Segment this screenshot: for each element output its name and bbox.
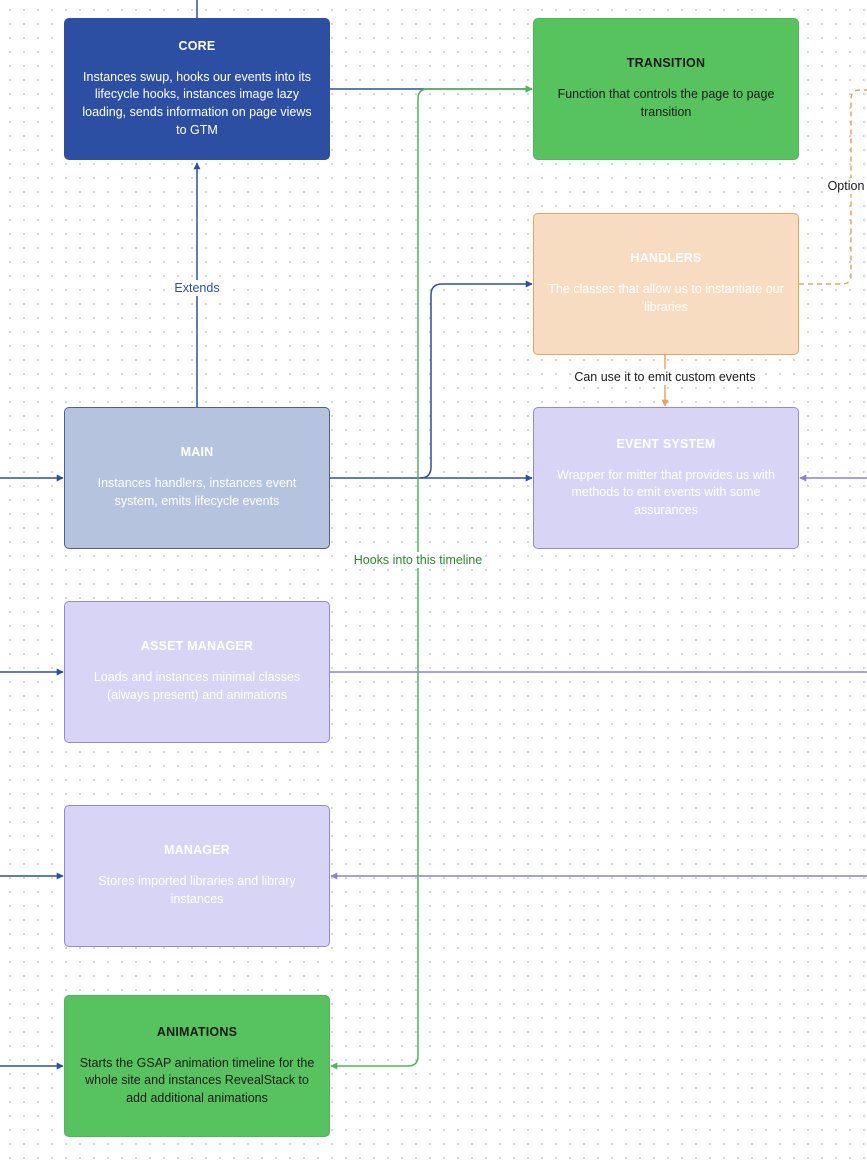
edge-label-emit-custom-events: Can use it to emit custom events [572,369,758,385]
node-asset-manager-desc: Loads and instances minimal classes (alw… [93,670,301,702]
node-handlers-title: HANDLERS [630,251,702,266]
node-handlers[interactable]: HANDLERS The classes that allow us to in… [533,213,799,355]
node-animations-title: ANIMATIONS [156,1024,238,1039]
node-manager[interactable]: MANAGER Stores imported libraries and li… [64,805,330,947]
node-event-system[interactable]: EVENT SYSTEM Wrapper for mitter that pro… [533,407,799,549]
edge-label-optional: Option [825,178,867,194]
edge-main-to-handlers [419,280,533,479]
node-transition[interactable]: TRANSITION Function that controls the pa… [533,18,799,160]
node-asset-manager-title: ASSET MANAGER [140,639,254,654]
node-main-title: MAIN [180,445,214,460]
node-manager-desc: Stores imported libraries and library in… [98,874,296,906]
node-event-system-title: EVENT SYSTEM [616,436,716,451]
edge-transition-hooks-animations [330,85,533,1070]
node-main-desc: Instances handlers, instances event syst… [97,476,297,508]
node-handlers-desc: The classes that allow us to instantiate… [548,282,784,314]
node-core[interactable]: CORE Instances swup, hooks our events in… [64,18,330,160]
node-animations[interactable]: ANIMATIONS Starts the GSAP animation tim… [64,995,330,1137]
node-asset-manager[interactable]: ASSET MANAGER Loads and instances minima… [64,601,330,743]
edge-label-extends: Extends [172,280,222,296]
node-core-title: CORE [178,38,216,53]
node-transition-title: TRANSITION [626,56,706,71]
node-core-desc: Instances swup, hooks our events into it… [82,69,312,137]
node-manager-title: MANAGER [164,843,230,858]
node-animations-desc: Starts the GSAP animation timeline for t… [79,1055,315,1105]
node-main[interactable]: MAIN Instances handlers, instances event… [64,407,330,549]
node-event-system-desc: Wrapper for mitter that provides us with… [557,467,775,517]
edge-label-hooks-timeline: Hooks into this timeline [351,552,485,568]
node-transition-desc: Function that controls the page to page … [557,87,775,119]
